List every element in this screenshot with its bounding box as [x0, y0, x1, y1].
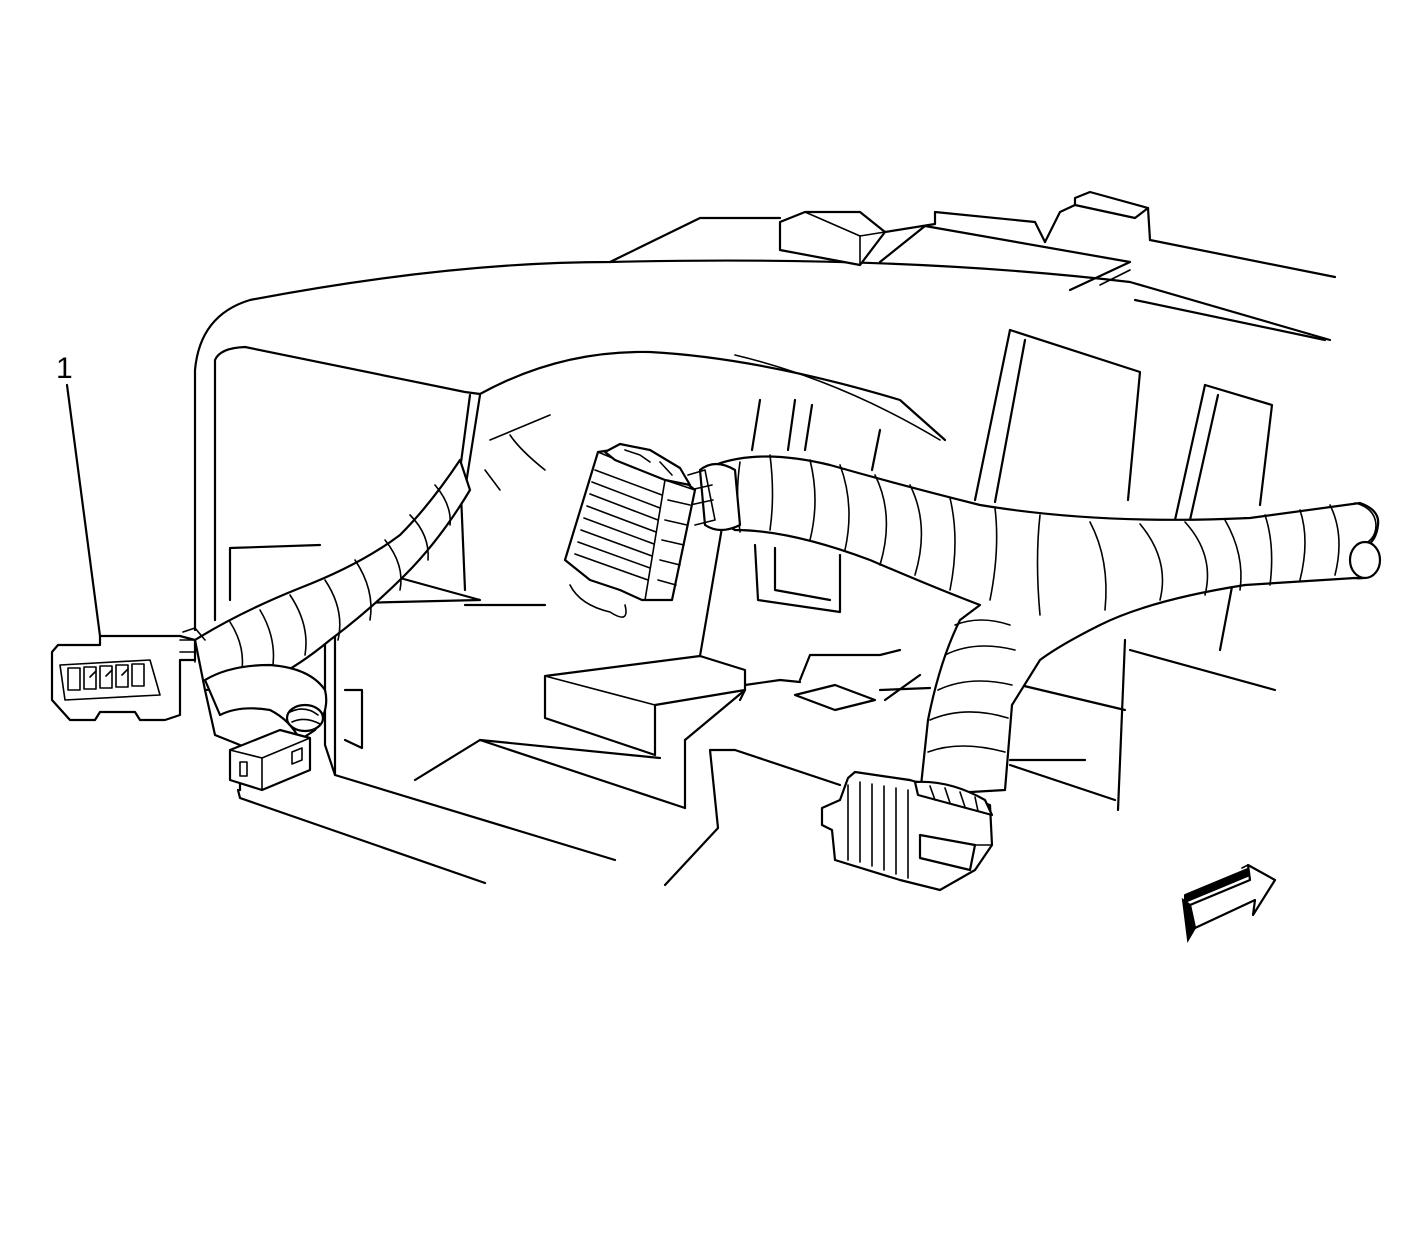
instrument-panel-outline	[193, 216, 1337, 632]
lower-right-connector	[820, 770, 994, 892]
top-vents	[778, 190, 1152, 292]
callout-1-label: 1	[56, 352, 73, 385]
small-connector	[228, 728, 312, 792]
connector-1	[50, 627, 206, 722]
main-wiring-harness	[687, 454, 1382, 797]
callout-1: 1	[56, 352, 102, 638]
orientation-arrow-icon	[1181, 863, 1277, 944]
left-wiring-branch	[193, 458, 472, 792]
center-connector	[563, 442, 697, 618]
